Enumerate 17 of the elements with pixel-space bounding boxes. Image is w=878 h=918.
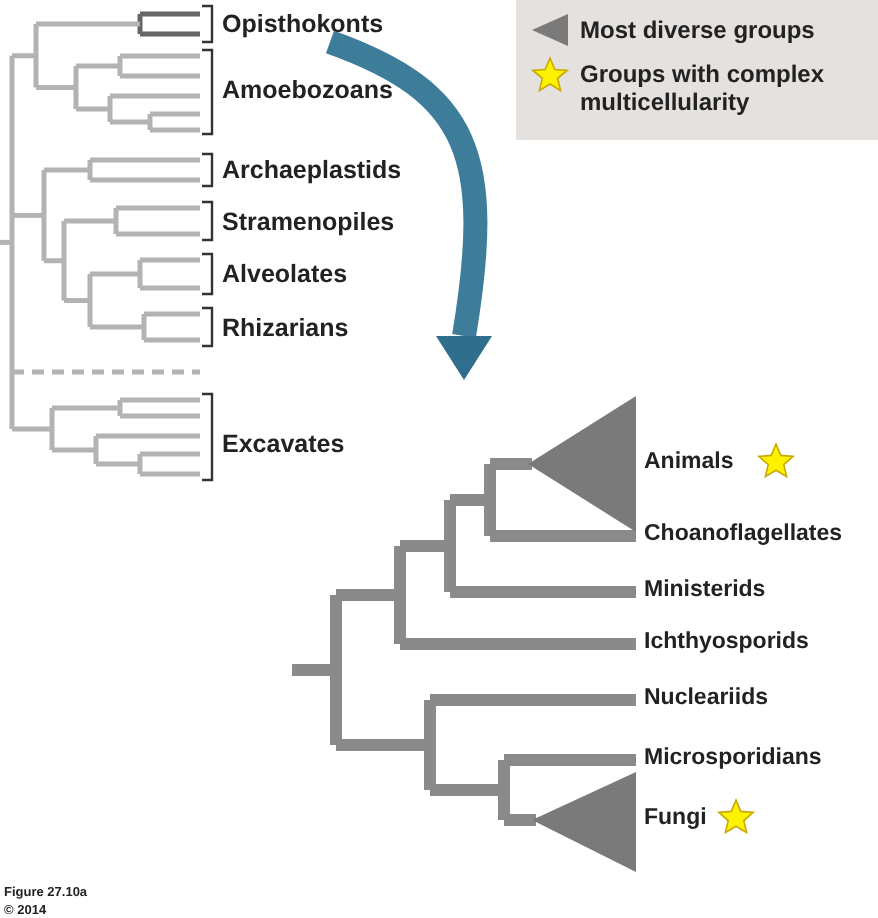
taxon-label: Animals [644,452,734,475]
taxon-label: Stramenopiles [222,210,395,235]
taxon-label: Nucleariids [644,688,768,711]
taxon-label: Ichthyosporids [644,632,809,655]
legend-text: Groups with complex multicellularity [580,60,827,116]
taxon-label: Ministerids [644,580,766,603]
taxon-label: Microsporidians [644,748,822,771]
taxon-label: Rhizarians [222,316,349,341]
arrow [325,30,492,380]
legend-text: Most diverse groups [580,16,817,44]
clade-label: Opisthokonts [222,12,384,37]
taxon-label: Choanoflagellates [644,524,843,547]
taxon-label: Archaeplastids [222,158,402,183]
taxon-label: Excavates [222,432,345,457]
taxon-label: Alveolates [222,262,348,287]
taxon-label: Amoebozoans [222,78,393,103]
taxon-label: Fungi [644,808,707,831]
